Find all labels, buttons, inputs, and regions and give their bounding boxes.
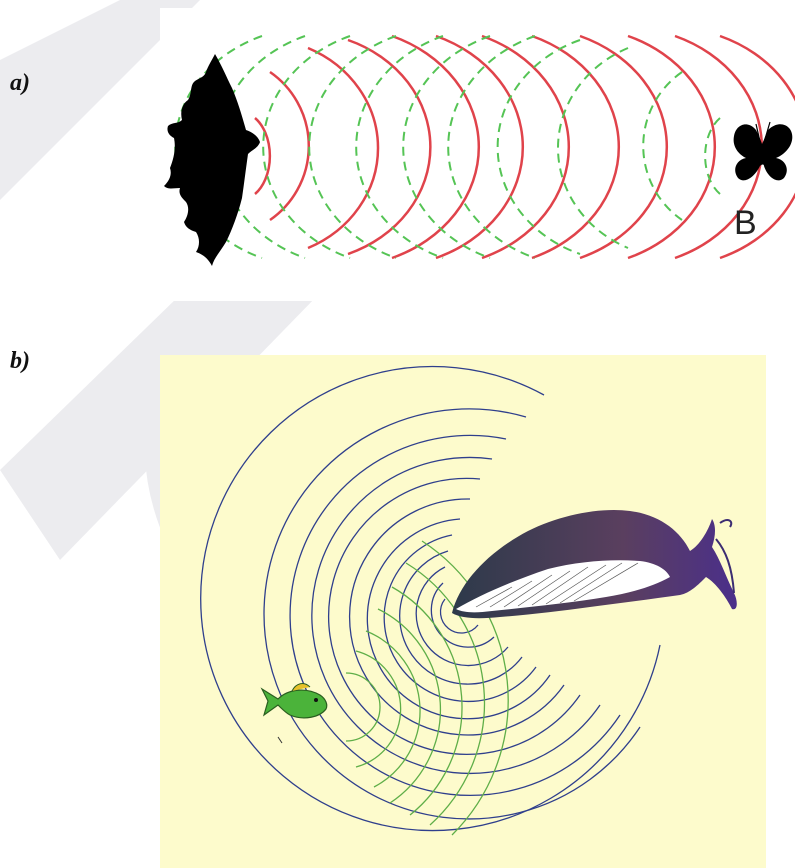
bat-icon xyxy=(164,54,260,266)
whale-sound-waves xyxy=(200,365,661,832)
butterfly-icon xyxy=(733,121,793,181)
panel-b-label: b) xyxy=(10,348,30,374)
whale-icon xyxy=(452,509,737,619)
panel-a-label: a) xyxy=(10,70,30,96)
target-letter-b: B xyxy=(734,204,757,242)
fish-echo-waves xyxy=(345,540,509,836)
echo-waves xyxy=(174,35,721,259)
panel-b-whale-echolocation xyxy=(160,355,766,868)
emitted-waves xyxy=(254,34,795,260)
panel-a-bat-echolocation: B xyxy=(160,8,795,301)
fish-icon xyxy=(260,683,328,744)
